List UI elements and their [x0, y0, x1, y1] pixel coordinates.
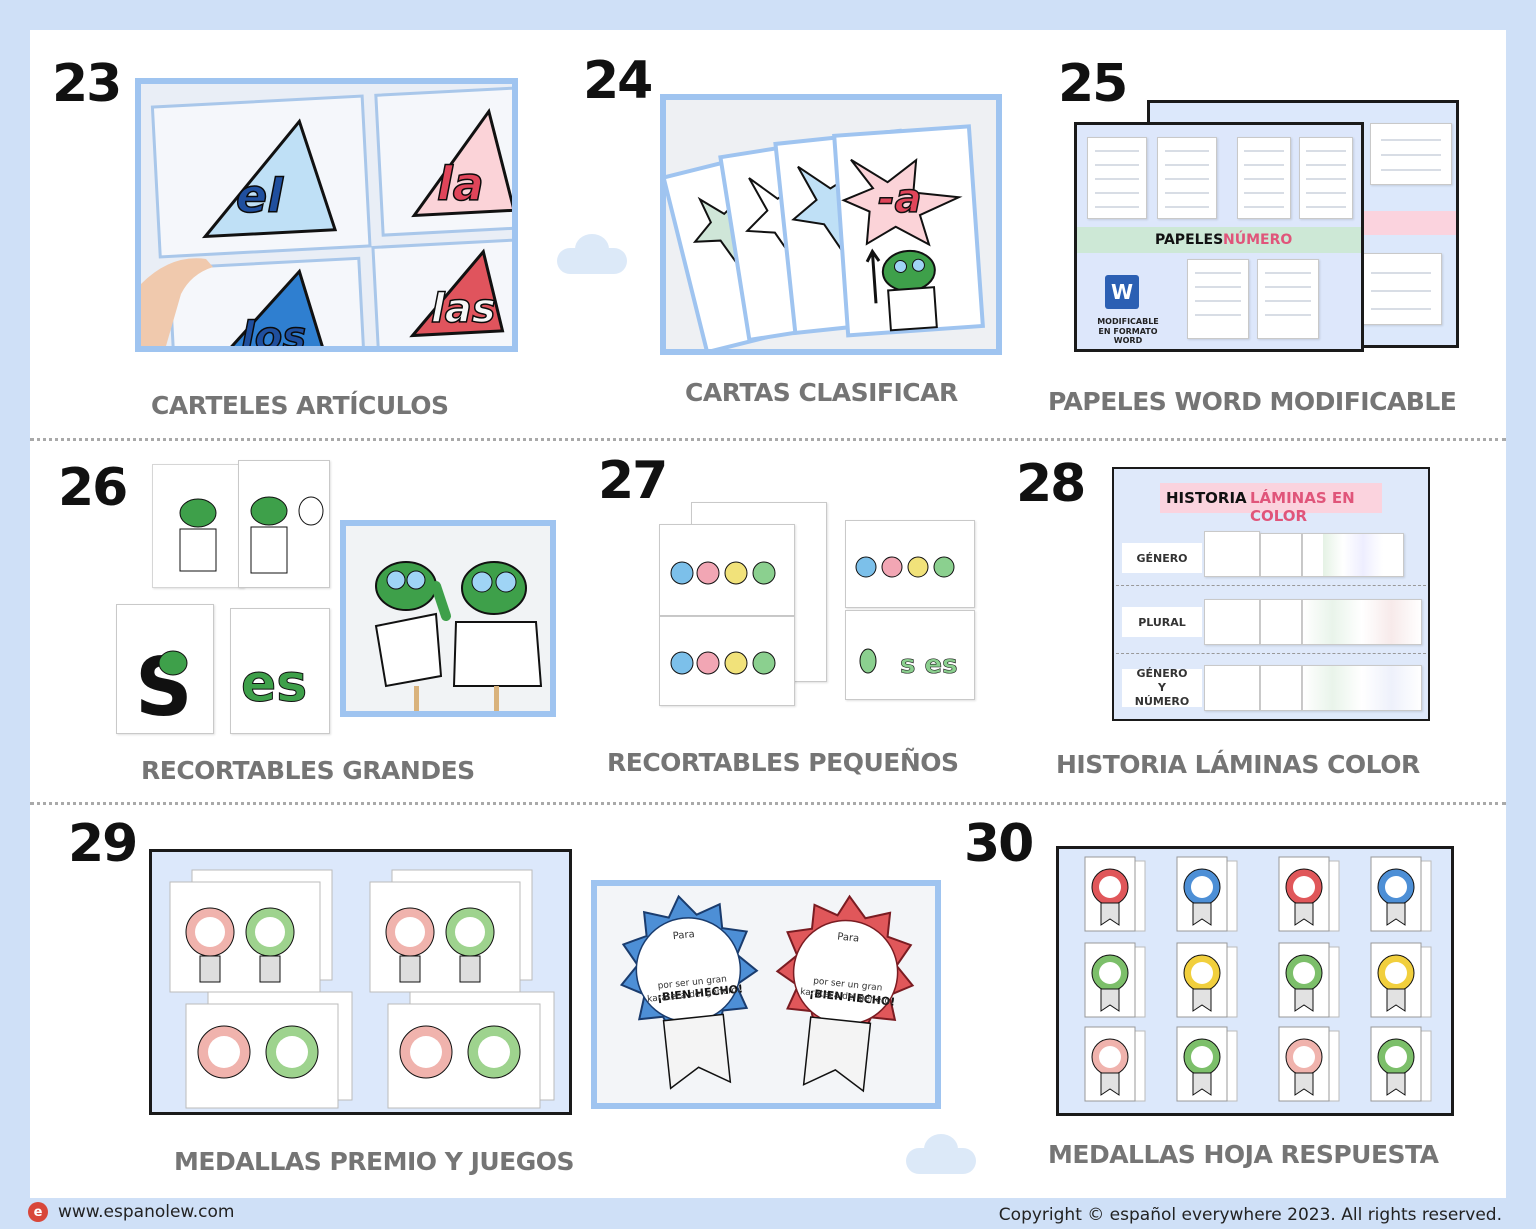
medal-center — [1385, 876, 1407, 898]
item-caption: RECORTABLES GRANDES — [141, 756, 475, 785]
historia-title-1: HISTORIA — [1166, 489, 1247, 507]
historia-row-label: PLURAL — [1122, 607, 1202, 637]
big-cutout-sheet — [179, 498, 217, 572]
small-cutout-card — [670, 561, 776, 585]
medal-ribbon — [1100, 902, 1120, 926]
article-posters-illustration: el la los las — [141, 84, 512, 346]
historia-title-2: LÁMINAS EN COLOR — [1250, 489, 1355, 525]
item-photo-medallas-premio[interactable]: Para ¡BIEN HECHO! Para ¡BIEN HECHO! por … — [591, 880, 941, 1109]
historia-row-label: GÉNERO — [1122, 543, 1202, 573]
word-note: MODIFICABLE EN FORMATO WORD — [1097, 317, 1159, 346]
medal-ribbon — [1192, 902, 1212, 926]
historia-row-label: GÉNERO Y NÚMERO — [1122, 667, 1202, 708]
sorting-cards-illustration: -a — [666, 100, 996, 349]
word-app-icon: W — [1105, 275, 1139, 309]
item-photo-recortables-grandes[interactable] — [340, 520, 556, 717]
medal-ribbon — [1100, 1072, 1120, 1096]
item-sheets-recortables-pequenos[interactable]: s es — [655, 498, 985, 708]
medal-center — [1385, 962, 1407, 984]
item-number: 29 — [68, 814, 138, 874]
word-a: -a — [878, 176, 922, 222]
small-cutout-card — [855, 556, 955, 578]
item-number: 30 — [964, 814, 1034, 874]
item-number: 23 — [52, 54, 122, 114]
item-photo-carteles[interactable]: el la los las — [135, 78, 518, 352]
medal-ribbon — [1386, 988, 1406, 1012]
medal-ribbon — [1386, 1072, 1406, 1096]
cloud-decoration — [557, 234, 627, 274]
footer-website[interactable]: e www.espanolew.com — [28, 1202, 235, 1222]
medal-center — [1191, 876, 1213, 898]
word-el: el — [236, 169, 284, 223]
medal-center — [1099, 1046, 1121, 1068]
medal-center — [1293, 1046, 1315, 1068]
item-photo-medallas-hoja[interactable] — [1056, 846, 1454, 1116]
puppets-illustration — [346, 526, 550, 711]
medal-ribbon — [1294, 1072, 1314, 1096]
item-caption: HISTORIA LÁMINAS COLOR — [1056, 750, 1420, 779]
medal-ribbon — [1192, 988, 1212, 1012]
medal-ribbon — [1294, 988, 1314, 1012]
website-link[interactable]: www.espanolew.com — [58, 1202, 235, 1222]
banner-word-1: PAPELES — [1155, 232, 1224, 248]
big-cutout-sheet: S — [135, 641, 193, 734]
footer-copyright: Copyright © español everywhere 2023. All… — [998, 1205, 1502, 1225]
medal-center — [1191, 1046, 1213, 1068]
item-number: 25 — [1058, 54, 1128, 114]
row-divider — [30, 802, 1506, 805]
award-medals-illustration: Para ¡BIEN HECHO! Para ¡BIEN HECHO! — [597, 886, 935, 1103]
item-number: 28 — [1016, 454, 1086, 514]
row-divider — [30, 438, 1506, 441]
medal-for-text: Para — [672, 929, 695, 942]
medal-ribbon — [1386, 902, 1406, 926]
medal-ribbon — [1192, 1072, 1212, 1096]
item-number: 26 — [58, 458, 128, 518]
small-cutout-card: s es — [859, 648, 958, 680]
medal-center — [1293, 876, 1315, 898]
item-photo-historia-laminas[interactable]: HISTORIA LÁMINAS EN COLOR GÉNERO PLURAL … — [1112, 467, 1430, 721]
item-caption: RECORTABLES PEQUEÑOS — [607, 748, 959, 777]
item-caption: MEDALLAS HOJA RESPUESTA — [1048, 1140, 1439, 1169]
item-photo-papeles[interactable]: PAPELES NÚMERO W MODIFICABLE EN FORMATO … — [1074, 122, 1364, 352]
item-caption: CARTAS CLASIFICAR — [685, 378, 958, 407]
papeles-banner: PAPELES NÚMERO — [1077, 227, 1361, 253]
answer-sheet-medals-illustration — [1084, 856, 1432, 1102]
cloud-decoration — [906, 1134, 976, 1174]
espanolew-logo-icon: e — [28, 1202, 48, 1222]
historia-title-bar: HISTORIA LÁMINAS EN COLOR — [1160, 483, 1382, 525]
medal-ribbon — [1100, 988, 1120, 1012]
word-los: los — [241, 314, 306, 346]
big-cutout-sheet: es — [241, 654, 308, 715]
medal-center — [1191, 962, 1213, 984]
item-sheets-recortables-grandes[interactable]: S es — [110, 458, 335, 738]
item-caption: CARTELES ARTÍCULOS — [151, 391, 449, 420]
word-las: las — [431, 286, 496, 332]
medal-sheets-illustration — [169, 869, 555, 1109]
medal-center — [1099, 876, 1121, 898]
banner-word-2: NÚMERO — [1223, 232, 1293, 248]
medal-center — [1385, 1046, 1407, 1068]
svg-text:s es: s es — [900, 650, 958, 680]
svg-text:es: es — [241, 654, 307, 714]
medal-for-text: Para — [837, 931, 860, 944]
medal-center — [1099, 962, 1121, 984]
item-photo-cartas[interactable]: -a — [660, 94, 1002, 355]
item-caption: MEDALLAS PREMIO Y JUEGOS — [174, 1147, 575, 1176]
item-photo-medallas-juegos[interactable] — [149, 849, 572, 1115]
item-number: 27 — [598, 451, 668, 511]
word-la: la — [437, 157, 484, 211]
big-cutout-sheet — [250, 496, 324, 574]
medal-ribbon — [1294, 902, 1314, 926]
medal-center — [1293, 962, 1315, 984]
small-cutout-card — [670, 651, 776, 675]
item-caption: PAPELES WORD MODIFICABLE — [1048, 387, 1457, 416]
item-number: 24 — [583, 51, 653, 111]
